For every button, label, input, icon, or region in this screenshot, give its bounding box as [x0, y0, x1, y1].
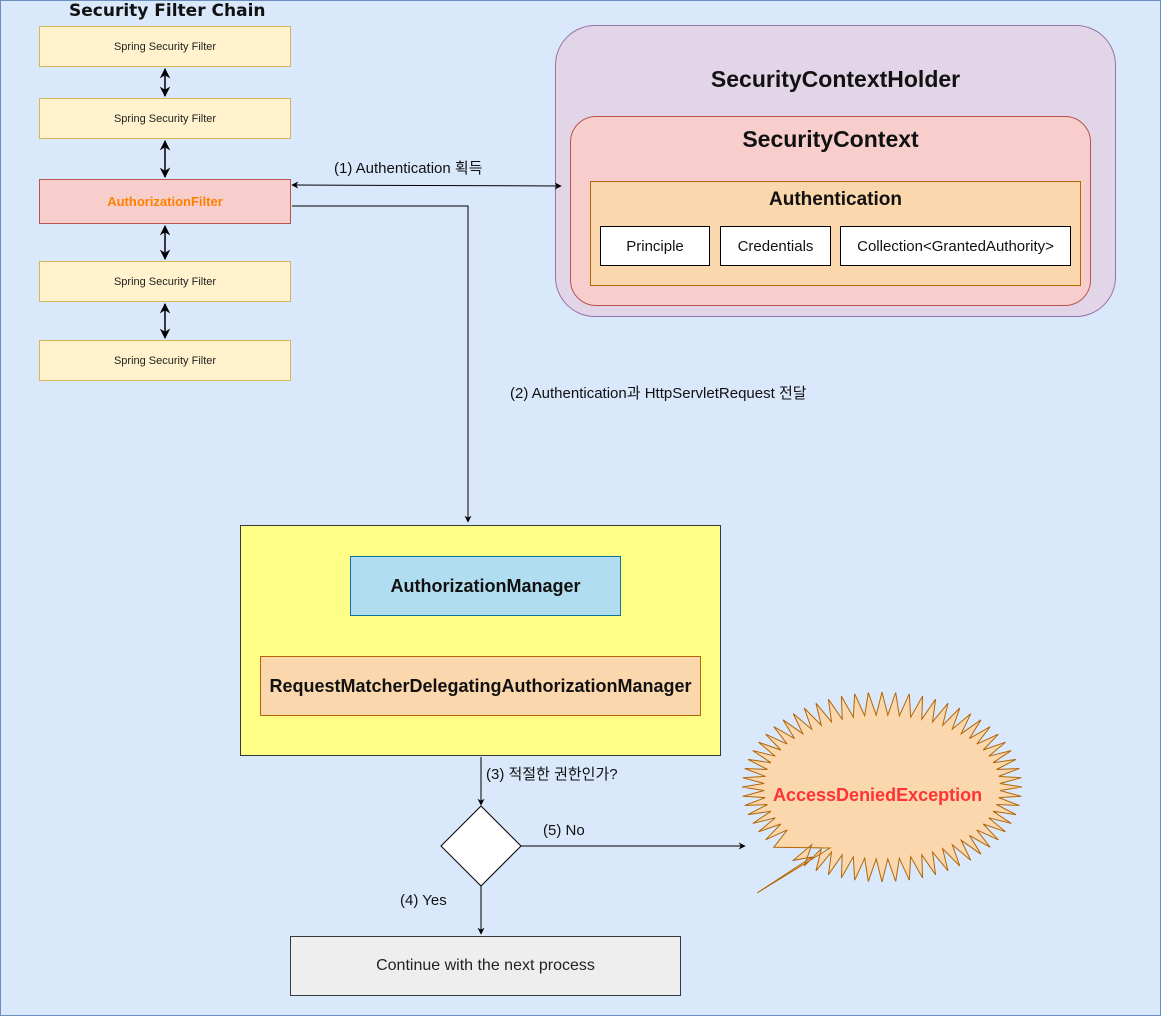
authorization-manager[interactable]: AuthorizationManager [350, 556, 621, 616]
spring-security-filter-1[interactable]: Spring Security Filter [39, 26, 291, 67]
step3-label: (3) 적절한 권한인가? [486, 766, 618, 783]
access-denied-burst[interactable] [741, 691, 1023, 894]
principle-box[interactable]: Principle [600, 226, 710, 266]
access-denied-exception-label: AccessDeniedException [773, 785, 983, 805]
filter-chain-title: Security Filter Chain [69, 1, 266, 21]
authentication-title: Authentication [769, 189, 902, 210]
security-context-holder-title: SecurityContextHolder [710, 66, 961, 92]
step2-label: (2) Authentication과 HttpServletRequest 전… [510, 385, 807, 402]
granted-authority-box[interactable]: Collection<GrantedAuthority> [840, 226, 1071, 266]
authorization-filter[interactable]: AuthorizationFilter [39, 179, 291, 224]
pass-to-manager-arrow [292, 205, 472, 523]
spring-security-filter-3[interactable]: Spring Security Filter [39, 261, 291, 302]
credentials-box[interactable]: Credentials [720, 226, 831, 266]
spring-security-filter-2[interactable]: Spring Security Filter [39, 98, 291, 139]
request-matcher-delegating-manager[interactable]: RequestMatcherDelegatingAuthorizationMan… [260, 656, 701, 716]
step4-label: (4) Yes [400, 892, 447, 909]
decision-diamond[interactable] [440, 805, 522, 887]
auth-fetch-arrow [291, 181, 562, 190]
spring-security-filter-4[interactable]: Spring Security Filter [39, 340, 291, 381]
continue-process-box[interactable]: Continue with the next process [290, 936, 681, 996]
step1-label: (1) Authentication 획득 [334, 160, 483, 177]
security-context-title: SecurityContext [742, 126, 919, 152]
step5-label: (5) No [543, 822, 585, 839]
